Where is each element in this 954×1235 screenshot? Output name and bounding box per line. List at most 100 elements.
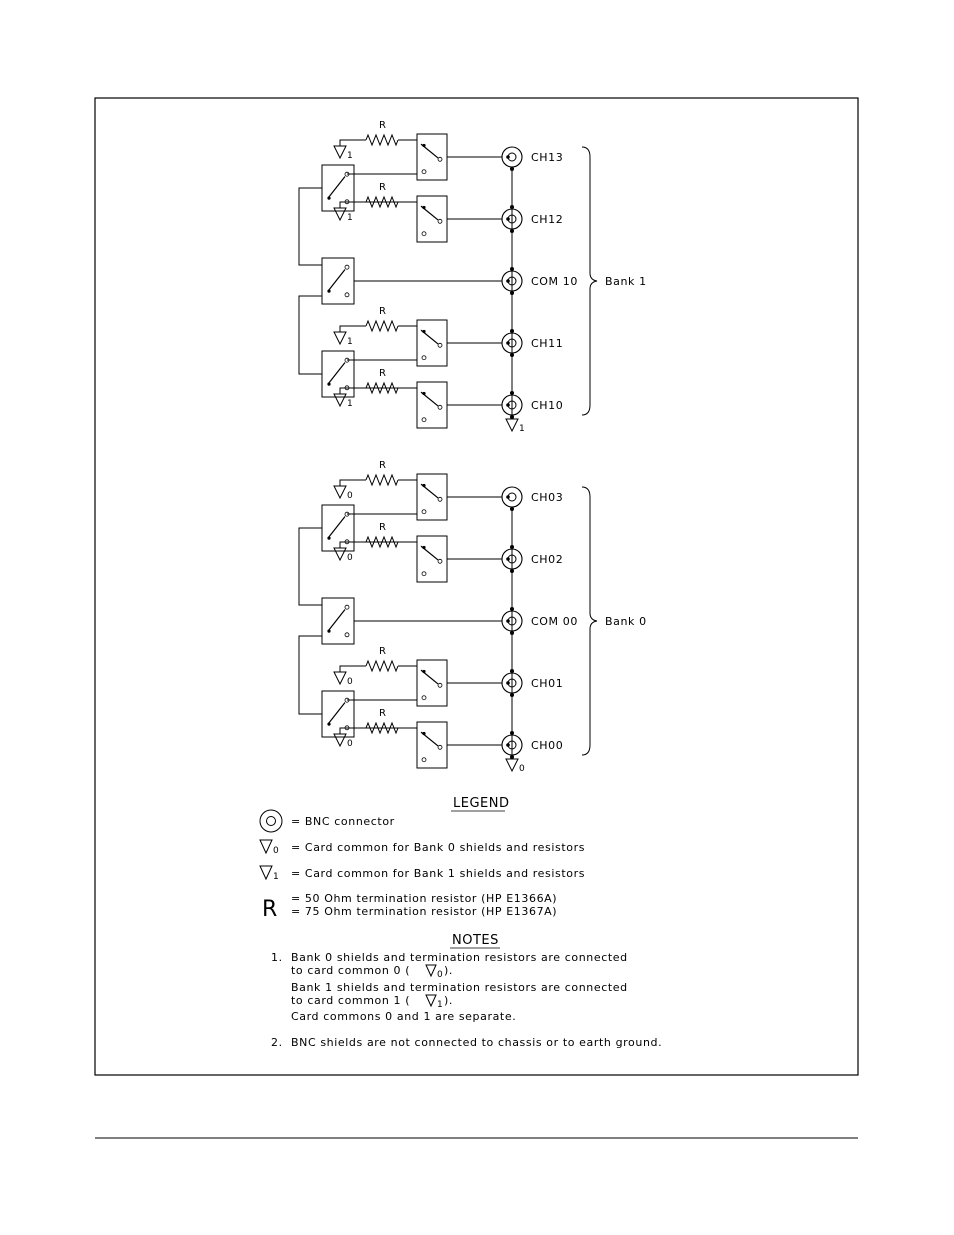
channel-label: CH11 <box>531 337 563 350</box>
note-2-number: 2. <box>271 1036 283 1049</box>
ground-icon: 0 <box>333 733 353 749</box>
ground-icon-subscript: 1 <box>347 151 353 161</box>
channel-label: CH02 <box>531 553 563 566</box>
legend-gnd0-subscript: 0 <box>273 846 279 856</box>
resistor-label: R <box>379 306 386 317</box>
legend-resistor-symbol: R <box>262 897 277 922</box>
legend: LEGEND = BNC connector 0 = Card common f… <box>259 796 585 922</box>
ground-icon-subscript: 0 <box>347 677 353 687</box>
ground-icon-subscript: 1 <box>347 399 353 409</box>
note-1-line-1: Bank 0 shields and termination resistors… <box>291 951 628 964</box>
ground-icon: 1 <box>333 145 353 161</box>
ground-icon-subscript: 1 <box>347 213 353 223</box>
resistor-icon <box>365 659 399 673</box>
note-1-line-3: Bank 1 shields and termination resistors… <box>291 981 628 994</box>
ground-icon-subscript: 1 <box>347 337 353 347</box>
channel-relay-ch11 <box>416 319 448 367</box>
shield-ground-icon: 1 <box>505 418 525 434</box>
ground-icon-subscript: 0 <box>347 553 353 563</box>
tree-relay-upper <box>321 504 355 552</box>
ground-0-inline-icon <box>425 964 437 978</box>
bank-brace <box>581 146 598 416</box>
ground-0-icon <box>259 839 273 855</box>
bank-label: Bank 0 <box>605 615 647 628</box>
channel-label: CH12 <box>531 213 563 226</box>
tree-relay-lower <box>321 690 355 738</box>
note-1-line-4: to card common 1 ( <box>291 994 410 1007</box>
note-1-line-4-end: ). <box>444 994 453 1007</box>
figure-frame <box>94 97 859 1076</box>
ground-icon: 1 <box>333 331 353 347</box>
resistor-label: R <box>379 708 386 719</box>
ground-icon: 0 <box>333 485 353 501</box>
legend-bnc-text: = BNC connector <box>291 815 395 828</box>
channel-relay-ch12 <box>416 195 448 243</box>
ground-icon: 0 <box>333 671 353 687</box>
note-1-gnd0-subscript: 0 <box>437 970 443 980</box>
bnc-connector-icon <box>501 146 523 168</box>
channel-relay-ch03 <box>416 473 448 521</box>
note-1-number: 1. <box>271 951 283 964</box>
channel-label: CH10 <box>531 399 563 412</box>
note-1-line-2: to card common 0 ( <box>291 964 410 977</box>
channel-relay-ch13 <box>416 133 448 181</box>
resistor-label: R <box>379 460 386 471</box>
channel-label: CH13 <box>531 151 563 164</box>
resistor-label: R <box>379 368 386 379</box>
channel-label: COM 00 <box>531 615 578 628</box>
channel-label: CH01 <box>531 677 563 690</box>
channel-label: CH00 <box>531 739 563 752</box>
note-1-line-5: Card commons 0 and 1 are separate. <box>291 1010 516 1023</box>
bank-brace <box>581 486 598 756</box>
shield-ground-icon-subscript: 1 <box>519 424 525 434</box>
ground-icon-subscript: 0 <box>347 491 353 501</box>
note-2-text: BNC shields are not connected to chassis… <box>291 1036 662 1049</box>
bnc-connector-icon <box>501 394 523 416</box>
shield-ground-icon-subscript: 0 <box>519 764 525 774</box>
tree-relay-middle <box>321 597 355 645</box>
resistor-label: R <box>379 646 386 657</box>
legend-resistor-50ohm: = 50 Ohm termination resistor (HP E1366A… <box>291 892 557 905</box>
channel-relay-ch10 <box>416 381 448 429</box>
resistor-icon <box>365 319 399 333</box>
resistor-label: R <box>379 522 386 533</box>
bnc-connector-icon <box>259 809 283 833</box>
resistor-icon <box>365 473 399 487</box>
ground-icon: 0 <box>333 547 353 563</box>
shield-ground-icon: 0 <box>505 758 525 774</box>
bank-label: Bank 1 <box>605 275 647 288</box>
bnc-connector-icon <box>501 208 523 230</box>
bnc-connector-icon <box>501 548 523 570</box>
channel-relay-ch02 <box>416 535 448 583</box>
channel-relay-ch01 <box>416 659 448 707</box>
ground-icon-subscript: 0 <box>347 739 353 749</box>
notes: NOTES 1. Bank 0 shields and termination … <box>271 933 662 1049</box>
bnc-connector-icon <box>501 672 523 694</box>
bnc-connector-icon <box>501 332 523 354</box>
legend-gnd0-text: = Card common for Bank 0 shields and res… <box>291 841 585 854</box>
ground-1-inline-icon <box>425 994 437 1008</box>
resistor-label: R <box>379 182 386 193</box>
legend-gnd1-subscript: 1 <box>273 872 279 882</box>
bnc-connector-icon <box>501 270 523 292</box>
channel-relay-ch00 <box>416 721 448 769</box>
notes-title: NOTES <box>452 933 499 948</box>
tree-relay-lower <box>321 350 355 398</box>
channel-label: CH03 <box>531 491 563 504</box>
note-1-gnd1-subscript: 1 <box>437 1000 443 1010</box>
resistor-icon <box>365 133 399 147</box>
ground-1-icon <box>259 865 273 881</box>
tree-relay-middle <box>321 257 355 305</box>
ground-icon: 1 <box>333 207 353 223</box>
note-1-line-2-end: ). <box>444 964 453 977</box>
tree-relay-upper <box>321 164 355 212</box>
legend-resistor-75ohm: = 75 Ohm termination resistor (HP E1367A… <box>291 905 557 918</box>
resistor-label: R <box>379 120 386 131</box>
channel-label: COM 10 <box>531 275 578 288</box>
legend-gnd1-text: = Card common for Bank 1 shields and res… <box>291 867 585 880</box>
bnc-connector-icon <box>501 610 523 632</box>
ground-icon: 1 <box>333 393 353 409</box>
